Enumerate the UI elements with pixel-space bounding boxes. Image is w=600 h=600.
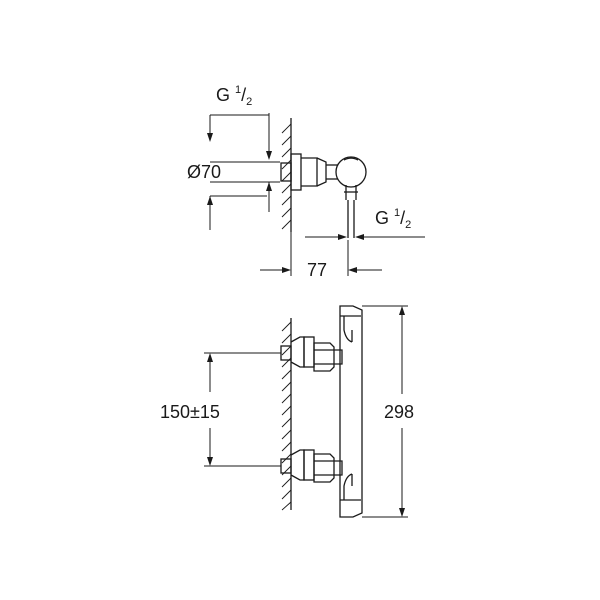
connection-spacing-label: 150±15 <box>160 402 220 422</box>
fitting-top <box>280 153 367 238</box>
depth-dimension: 77 <box>260 232 382 280</box>
diameter-label: Ø70 <box>187 162 221 182</box>
wall-hatching-front <box>281 318 292 511</box>
inlet-thread-dimension: G 1/2 <box>207 84 272 160</box>
outlet-thread-label: G 1/2 <box>375 207 411 231</box>
diameter-dimension: Ø70 <box>187 161 280 230</box>
wall-hatching-top <box>281 118 292 232</box>
connection-spacing-dimension: 150±15 <box>160 352 281 467</box>
lower-connection <box>280 449 343 483</box>
outlet-thread-dimension: G 1/2 <box>305 207 425 240</box>
front-view: 150±15 298 <box>160 305 414 518</box>
inlet-thread-label: G 1/2 <box>216 84 252 108</box>
height-dimension: 298 <box>362 305 414 518</box>
upper-connection <box>280 336 343 372</box>
thermostat-body <box>339 305 363 518</box>
depth-label: 77 <box>307 260 327 280</box>
height-label: 298 <box>384 402 414 422</box>
top-view: G 1/2 Ø70 G 1/2 <box>187 84 425 280</box>
